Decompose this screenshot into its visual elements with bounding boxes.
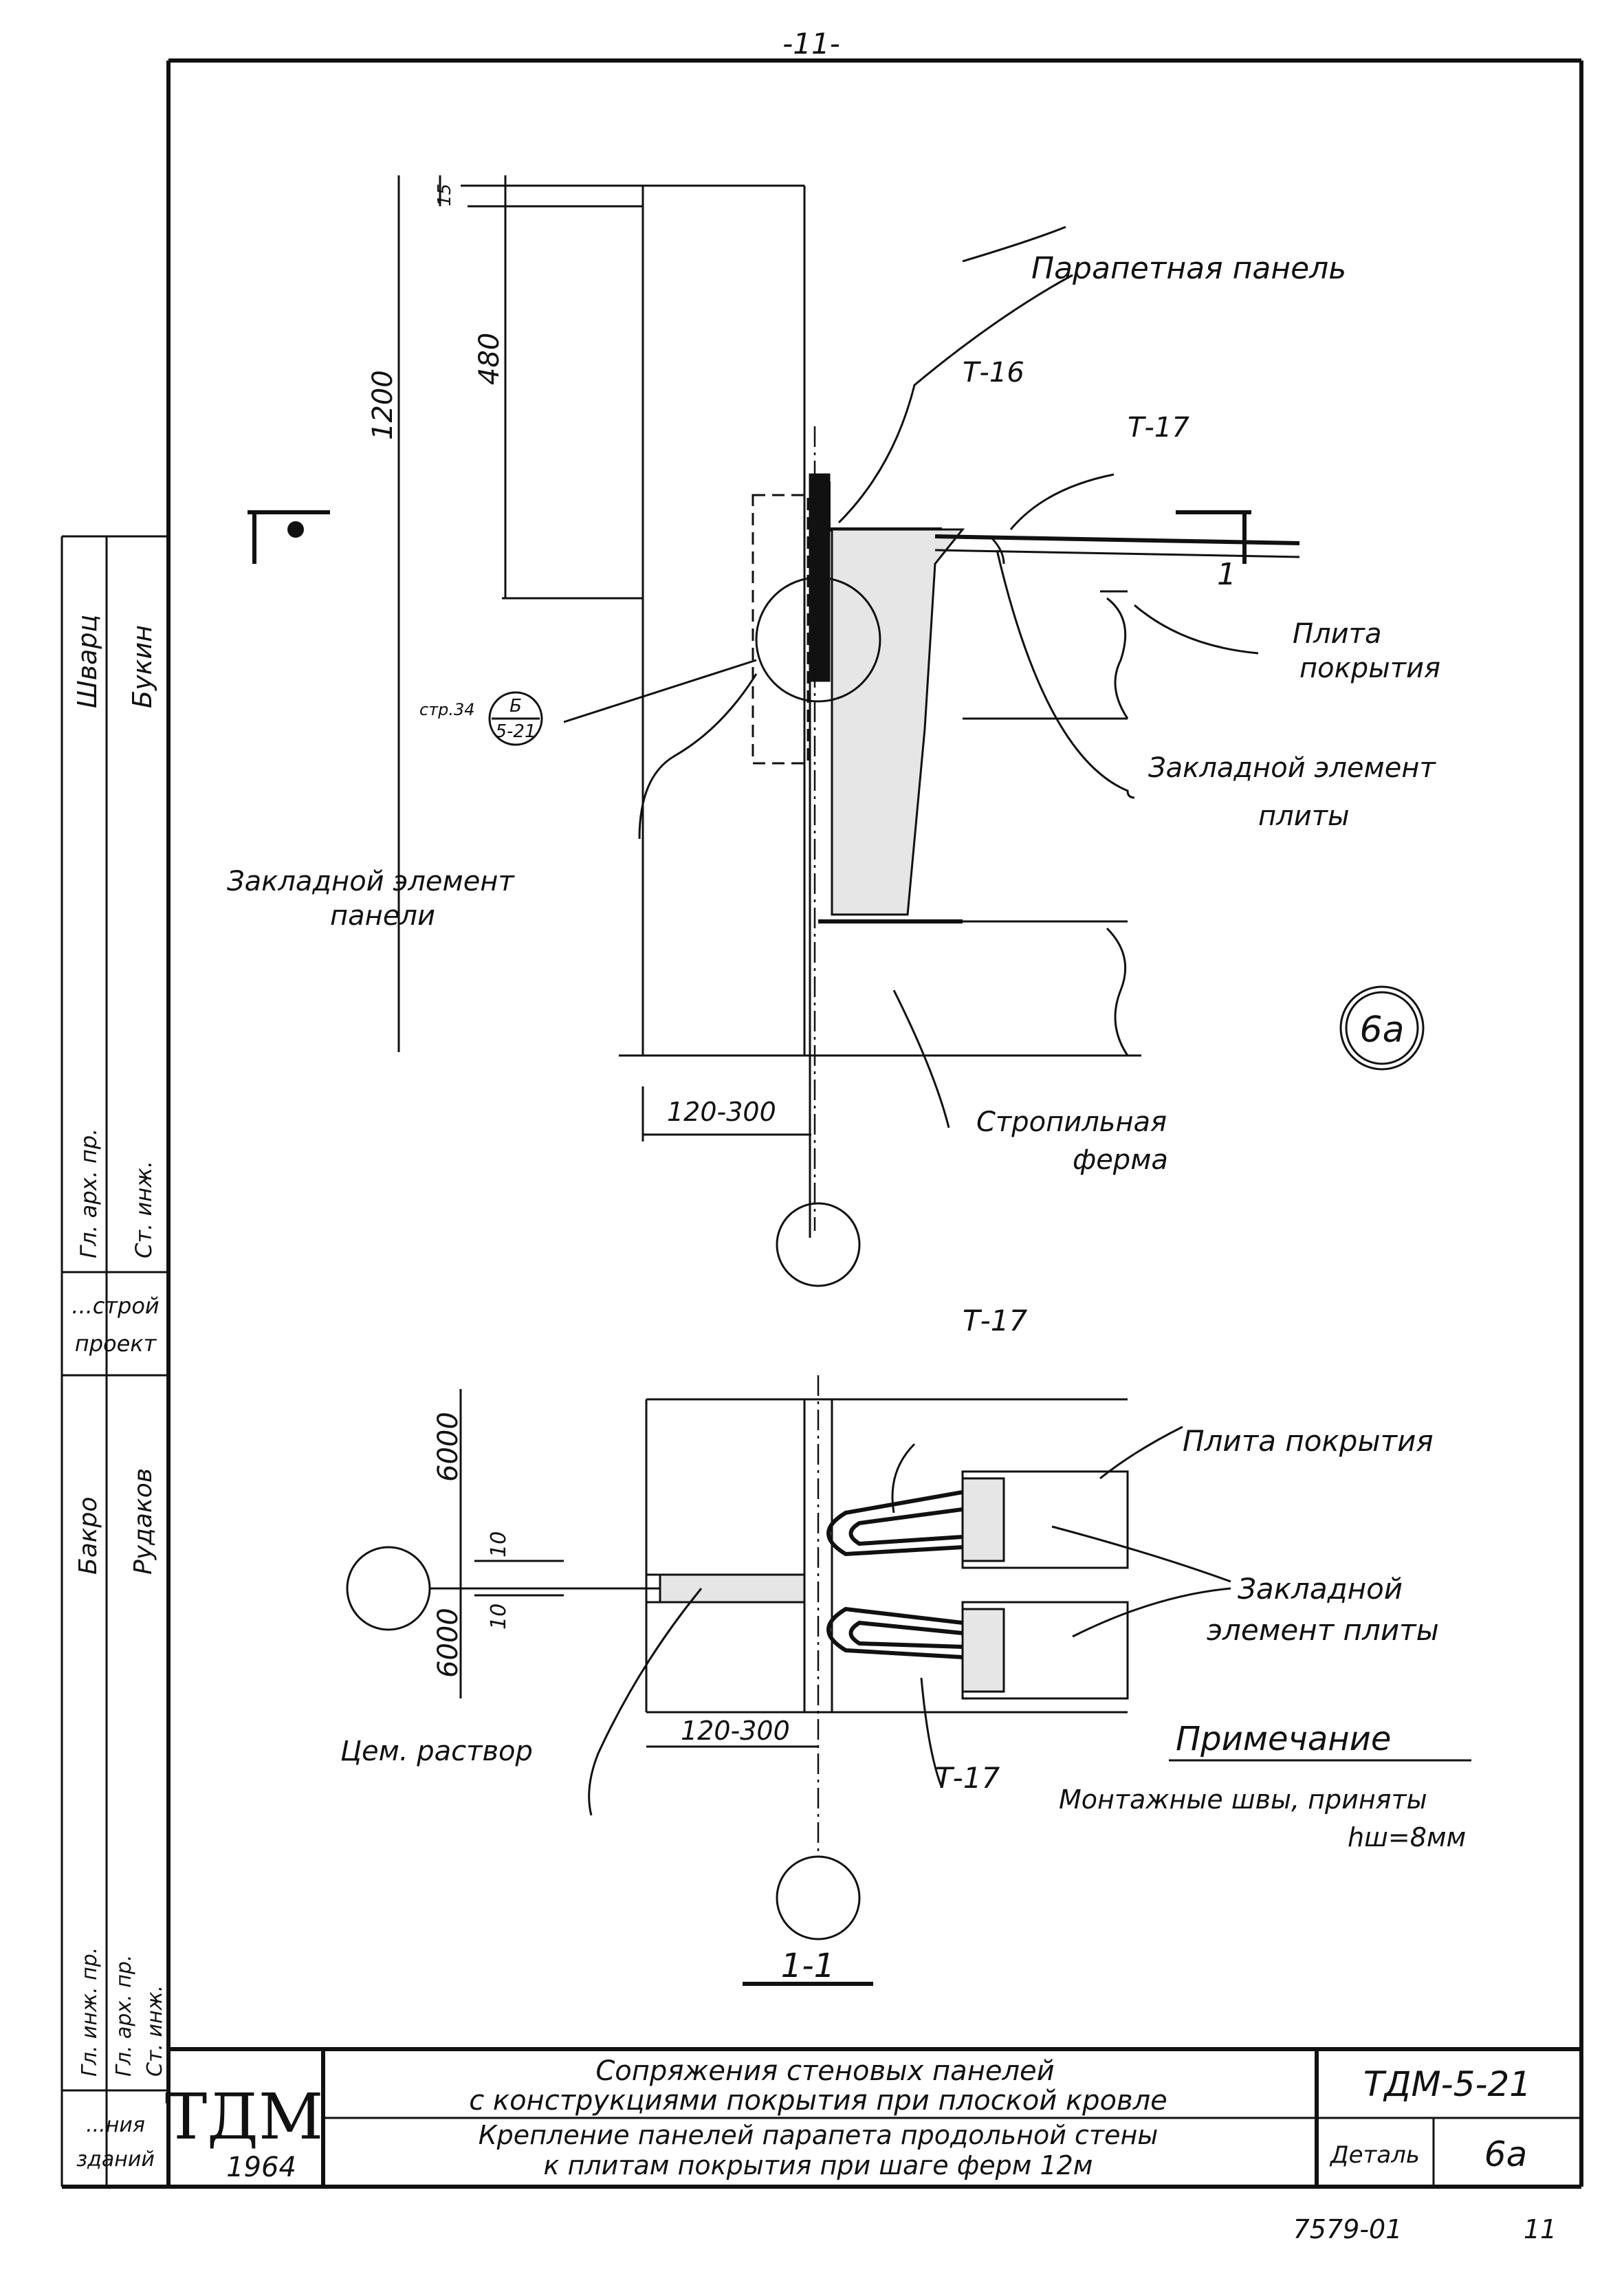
footer-page: 11 xyxy=(1524,2214,1557,2244)
label-t16: Т-16 xyxy=(963,357,1024,389)
dim-10-bottom: 10 xyxy=(487,1604,511,1630)
label-plan-embed-2: элемент плиты xyxy=(1207,1613,1439,1647)
detail-mark-6a: 6а xyxy=(1360,1009,1405,1051)
subtitle-line2: к плитам покрытия при шаге ферм 12м xyxy=(544,2150,1093,2180)
label-embed-slab-1: Закладной элемент xyxy=(1148,752,1436,784)
dim-1200: 1200 xyxy=(367,370,399,440)
label-embed-slab-2: плиты xyxy=(1258,800,1350,832)
footer-code: 7579-01 xyxy=(1293,2214,1403,2244)
label-t17-top: Т-17 xyxy=(1128,412,1189,444)
note-block: Примечание Монтажные швы, приняты hш=8мм xyxy=(1059,1720,1471,1852)
stamp-name-bukin: Букин xyxy=(127,625,157,708)
note-title: Примечание xyxy=(1176,1720,1391,1758)
stamp-name-bakro: Бакро xyxy=(74,1497,102,1575)
stamp-org-line2: проект xyxy=(75,1331,157,1357)
stamp-bottom-line2: зданий xyxy=(76,2147,155,2172)
stamp-org-line1: ...строй xyxy=(72,1293,159,1319)
stamp-role-gleng: Гл. инж. пр. xyxy=(78,1947,102,2077)
label-slab-1: Плита xyxy=(1293,618,1381,650)
label-embed-panel-1: Закладной элемент xyxy=(227,866,515,897)
top-section-drawing xyxy=(248,175,1425,1287)
dim-6000-bottom: 6000 xyxy=(432,1608,464,1678)
ref-number: Б xyxy=(509,696,522,717)
year: 1964 xyxy=(226,2152,296,2183)
label-truss-1: Стропильная xyxy=(976,1106,1167,1138)
plan-section-labels: Т-17 Т-17 Плита покрытия Закладной элеме… xyxy=(340,1304,1439,1985)
page-number: -11- xyxy=(782,27,840,61)
dim-120-300-top: 120-300 xyxy=(667,1097,776,1127)
stamp-role-arch: Гл. арх. пр. xyxy=(76,1128,102,1258)
label-t17-plan-top: Т-17 xyxy=(963,1304,1028,1337)
title-block: ТДМ 1964 Сопряжения стеновых панелей с к… xyxy=(165,2047,1581,2187)
label-mortar: Цем. раствор xyxy=(340,1736,533,1767)
stamp-role-steng: Ст. инж. xyxy=(143,1985,167,2077)
stamp-bottom-line1: ...ния xyxy=(86,2113,145,2137)
label-parapet-panel: Парапетная панель xyxy=(1031,251,1346,286)
stamp-column: Шварц Букин Гл. арх. пр. Ст. инж. ...стр… xyxy=(61,535,168,2187)
ref-page: стр.34 xyxy=(419,700,475,719)
stamp-role-eng: Ст. инж. xyxy=(131,1161,157,1258)
sheet-frame xyxy=(62,58,1583,2189)
dim-6000-top: 6000 xyxy=(432,1412,464,1482)
detail-label: Деталь xyxy=(1329,2141,1420,2169)
dim-15: 15 xyxy=(435,184,455,206)
label-t17-plan-bottom: Т-17 xyxy=(935,1761,1000,1795)
label-truss-2: ферма xyxy=(1073,1144,1168,1176)
title-line2: с конструкциями покрытия при плоской кро… xyxy=(469,2085,1167,2117)
plan-section-drawing xyxy=(346,1375,1231,1986)
dim-10-top: 10 xyxy=(487,1531,511,1557)
stamp-role-glarch: Гл. арх. пр. xyxy=(112,1955,136,2077)
drawing-code: ТДМ-5-21 xyxy=(1363,2064,1531,2104)
label-slab-2: покрытия xyxy=(1299,653,1440,684)
subtitle-line1: Крепление панелей парапета продольной ст… xyxy=(479,2120,1159,2150)
dim-480: 480 xyxy=(474,333,505,385)
note-line1: Монтажные швы, приняты xyxy=(1059,1784,1427,1815)
logo-tdm: ТДМ xyxy=(165,2080,323,2154)
section-mark-right: 1 xyxy=(1217,557,1236,592)
title-line1: Сопряжения стеновых панелей xyxy=(595,2055,1054,2087)
section-title-1-1: 1-1 xyxy=(781,1947,835,1985)
label-plan-slab: Плита покрытия xyxy=(1183,1424,1434,1458)
label-embed-panel-2: панели xyxy=(330,900,435,932)
detail-value: 6а xyxy=(1484,2134,1527,2174)
dim-120-300-plan: 120-300 xyxy=(681,1716,790,1746)
stamp-name-rudakov: Рудаков xyxy=(129,1468,157,1575)
note-line2: hш=8мм xyxy=(1348,1822,1466,1852)
top-section-labels: Парапетная панель Т-16 Т-17 Плита покрыт… xyxy=(227,184,1440,1176)
label-plan-embed-1: Закладной xyxy=(1238,1572,1403,1606)
stamp-name-shvarts: Шварц xyxy=(72,615,102,708)
ref-denominator: 5-21 xyxy=(495,721,536,742)
